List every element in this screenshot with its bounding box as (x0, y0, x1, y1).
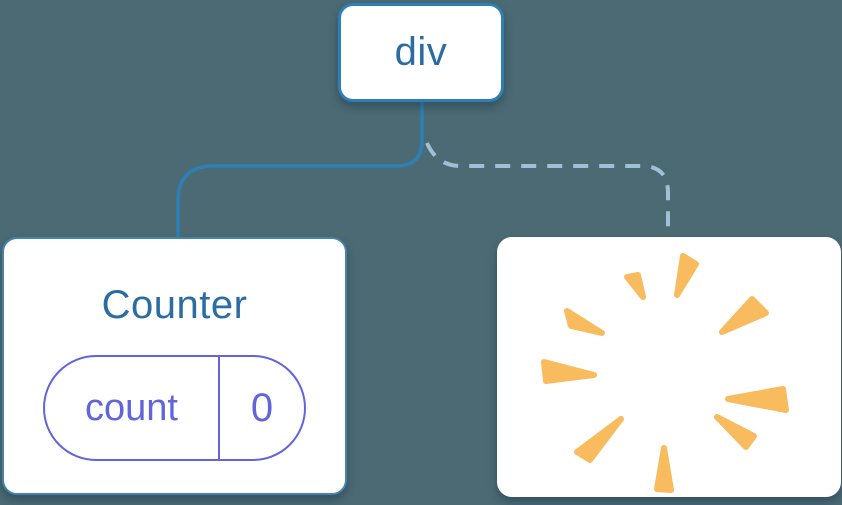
state-value-label: 0 (250, 385, 274, 430)
solid-link-line (176, 101, 424, 238)
state-pill-divider (218, 357, 220, 459)
burst-ray (674, 253, 699, 298)
tree-node-root: div (338, 3, 504, 102)
state-key-label: count (85, 386, 178, 429)
burst-ray (725, 386, 789, 413)
burst-rays (541, 253, 789, 493)
dashed-link-line (425, 142, 670, 238)
burst-ray (719, 296, 769, 335)
burst-ray (714, 414, 757, 450)
burst-ray (541, 359, 597, 384)
component-title: Counter (101, 283, 248, 327)
burst-ray (654, 445, 674, 493)
removed-component-card (497, 237, 841, 497)
burst-ray (564, 308, 605, 336)
state-pill: count 0 (43, 355, 306, 461)
burst-ray (624, 272, 646, 300)
root-node-label: div (394, 30, 448, 74)
counter-component-card: Counter count 0 (2, 237, 347, 495)
poof-burst-icon (541, 253, 789, 493)
burst-ray (574, 416, 624, 463)
